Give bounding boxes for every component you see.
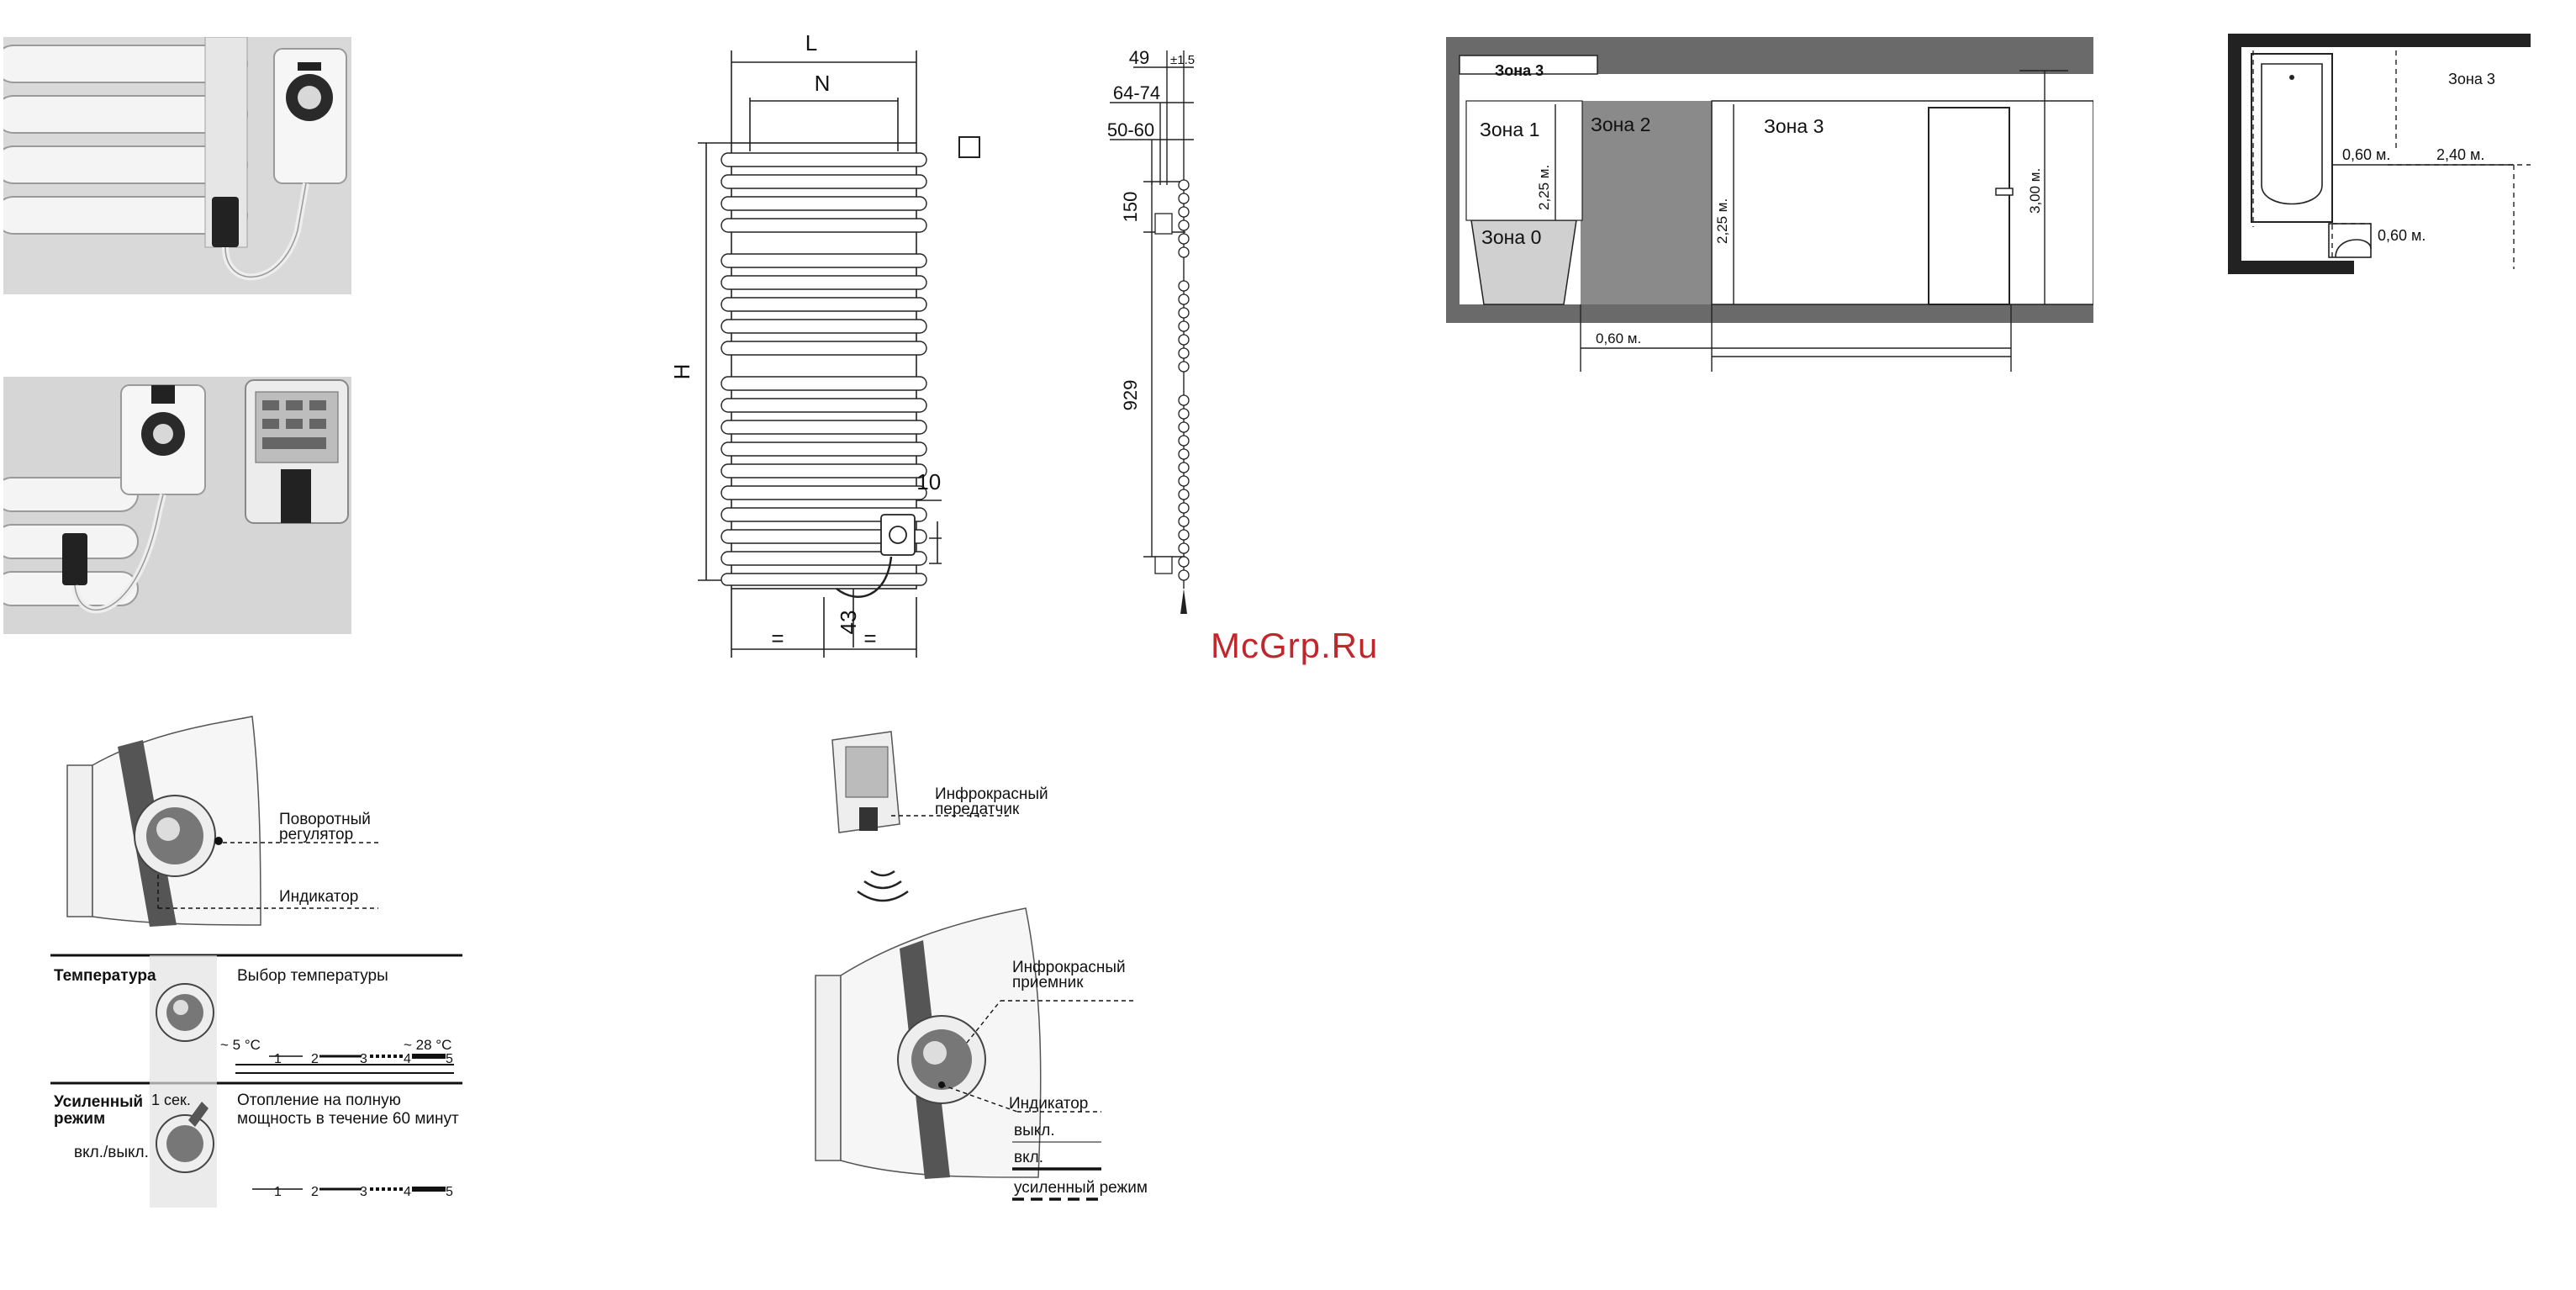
photo-radiator-remote-graphic [3, 377, 351, 634]
bathroom-zones-elevation: Зона 3 Зона 1 Зона 0 Зона 2 Зона 3 2,25 … [1446, 37, 2093, 372]
plan-zone-3-label: Зона 3 [2448, 71, 2495, 87]
zone-0-label: Зона 0 [1481, 226, 1541, 248]
photo-radiator-remote [3, 377, 351, 634]
temp-level-1: 1 [274, 1052, 282, 1066]
boost-level-3: 3 [360, 1185, 367, 1199]
zone-1-label: Зона 1 [1480, 119, 1539, 140]
state-on-label: вкл. [1014, 1149, 1043, 1166]
dim-L: L [805, 30, 817, 56]
state-off-label: выкл. [1014, 1122, 1055, 1139]
plan-width-060: 0,60 м. [2342, 146, 2390, 163]
boost-desc-2: мощность в течение 60 минут [237, 1110, 459, 1128]
temperature-label: Температура [54, 967, 156, 985]
remote-indicator-label: Индикатор [1009, 1095, 1088, 1113]
dim-49-tolerance: ±1.5 [1170, 53, 1195, 67]
dim-H: H [673, 364, 694, 380]
dim-49: 49 [1129, 47, 1149, 68]
zone-3-label: Зона 3 [1764, 115, 1824, 137]
zone-2-label: Зона 2 [1591, 114, 1650, 135]
radiator-side-drawing: 49 ±1.5 64-74 50-60 150 929 [1107, 47, 1195, 614]
control-unit-diagram: Поворотный регулятор Индикатор Температу… [50, 716, 462, 1208]
dim-50-60: 50-60 [1107, 119, 1154, 140]
on-off-label: вкл./выкл. [74, 1144, 149, 1161]
plan-width-240: 2,40 м. [2436, 146, 2484, 163]
dim-150: 150 [1120, 192, 1141, 223]
temp-max-label: ~ 28 °C [404, 1037, 451, 1053]
indicator-label: Индикатор [279, 888, 358, 906]
boost-desc-1: Отопление на полную [237, 1092, 401, 1109]
temp-level-3: 3 [360, 1052, 367, 1066]
dim-eq-left: = [771, 626, 784, 651]
transmitter-label-1: Инфрокрасный [935, 785, 1048, 803]
temp-min-label: ~ 5 °C [220, 1037, 261, 1053]
boost-label-1: Усиленный [54, 1093, 143, 1111]
rotary-label-2: регулятор [279, 826, 353, 843]
zone-3-top-label: Зона 3 [1495, 62, 1544, 79]
transmitter-label-2: передатчик [935, 801, 1020, 818]
height-total-label: 3,00 м. [2027, 168, 2043, 214]
temp-level-2: 2 [311, 1052, 319, 1066]
boost-label-2: режим [54, 1110, 105, 1128]
width-zone2-label: 0,60 м. [1596, 330, 1641, 346]
remote-control-diagram: Инфрокрасный передатчик Инфрокрасный при… [815, 731, 1148, 1201]
boost-level-5: 5 [446, 1185, 453, 1199]
temp-select-label: Выбор температуры [237, 967, 388, 985]
boost-level-1: 1 [274, 1185, 282, 1199]
radiator-front-drawing: L N H 100 55 43 = = [673, 30, 942, 658]
one-sec-label: 1 сек. [151, 1092, 191, 1108]
dim-43: 43 [836, 611, 861, 635]
photo-radiator-control [3, 37, 351, 294]
dim-64-74: 64-74 [1113, 82, 1160, 103]
receiver-label-2: приемник [1012, 974, 1084, 991]
temp-level-5: 5 [446, 1052, 453, 1066]
state-boost-label: усиленный режим [1014, 1179, 1148, 1197]
dim-100: 100 [916, 469, 942, 494]
dim-929: 929 [1120, 380, 1141, 411]
receiver-label-1: Инфрокрасный [1012, 959, 1126, 976]
boost-level-4: 4 [404, 1185, 411, 1199]
dim-55: 55 [940, 530, 942, 554]
plan-depth-060: 0,60 м. [2378, 227, 2426, 244]
temp-level-4: 4 [404, 1052, 411, 1066]
bathroom-zones-plan: Зона 3 0,60 м. 2,40 м. 0,60 м. [2228, 34, 2531, 274]
rotary-label-1: Поворотный [279, 811, 371, 828]
boost-level-2: 2 [311, 1185, 319, 1199]
height-zone1-label: 2,25 м. [1536, 165, 1552, 210]
photo-radiator-control-graphic [3, 37, 351, 294]
dim-eq-right: = [863, 626, 876, 651]
dim-N: N [815, 71, 831, 96]
watermark: McGrp.Ru [1211, 626, 1379, 665]
small-square [958, 136, 980, 158]
height-zone2-label: 2,25 м. [1714, 198, 1730, 244]
